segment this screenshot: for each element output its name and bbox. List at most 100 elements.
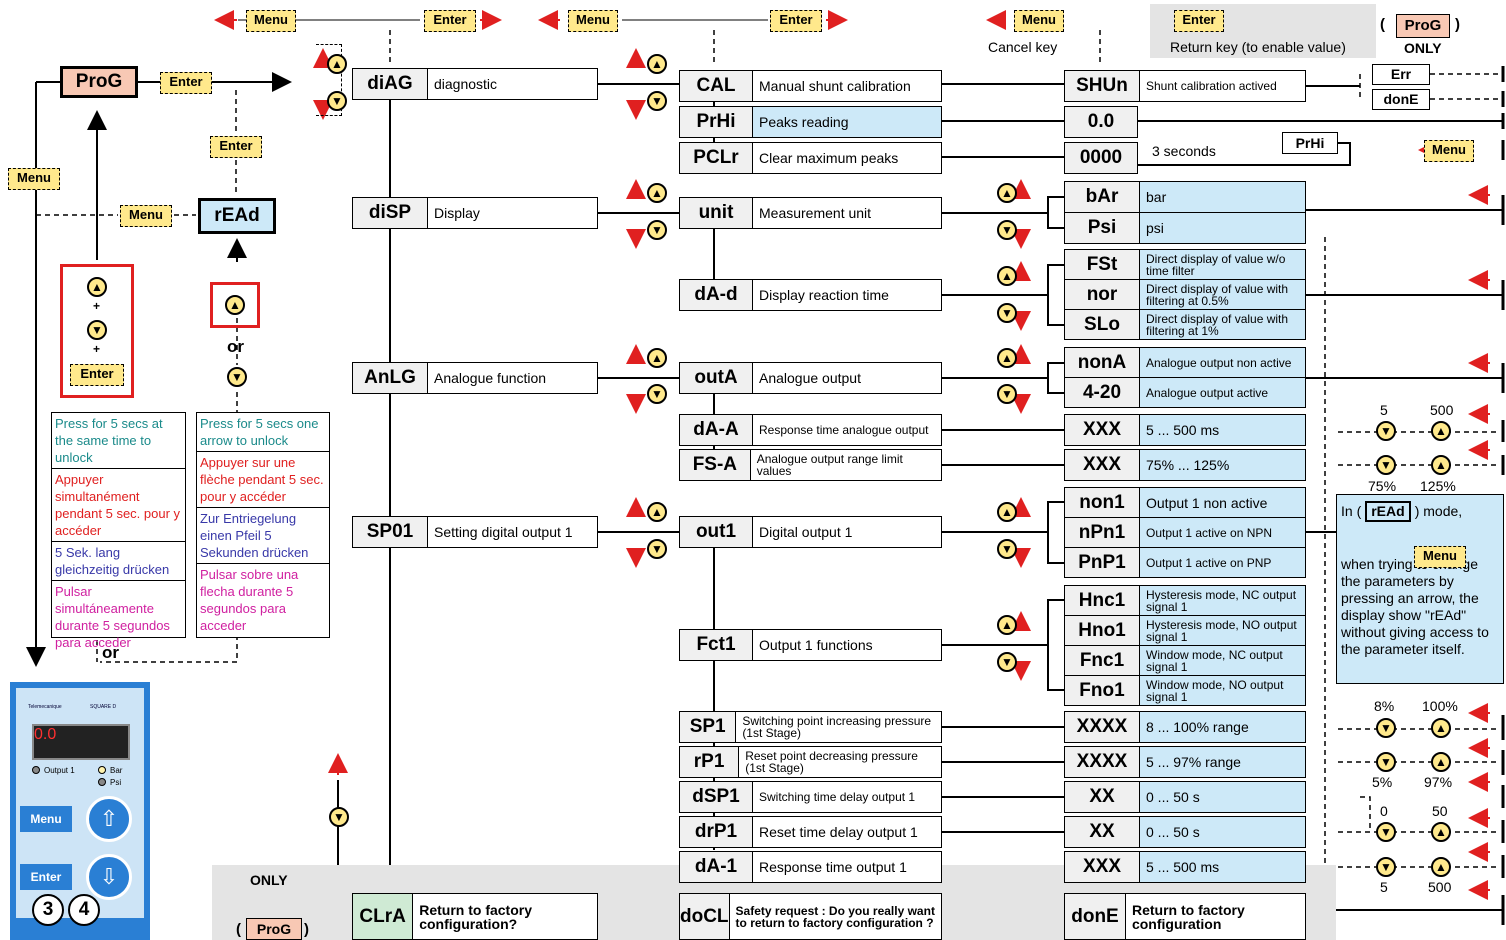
device-down-button[interactable]: ⇩ xyxy=(86,854,132,900)
down-arrow-icon[interactable]: ▼ xyxy=(1376,752,1396,772)
up-arrow-icon[interactable]: ▲ xyxy=(647,54,667,74)
enter-key-return[interactable]: Enter xyxy=(1174,10,1224,32)
up-arrow-icon[interactable]: ▲ xyxy=(997,615,1017,635)
down-arrow-icon[interactable]: ▼ xyxy=(1376,718,1396,738)
down-arrow-icon[interactable]: ▼ xyxy=(227,367,247,387)
enter-key-read[interactable]: Enter xyxy=(210,136,262,158)
menu-key-read[interactable]: Menu xyxy=(120,205,172,227)
up-arrow-icon[interactable]: ▲ xyxy=(997,502,1017,522)
up-arrow-icon[interactable]: ▲ xyxy=(997,266,1017,286)
down-arrow-icon[interactable]: ▼ xyxy=(647,91,667,111)
up-arrow-icon[interactable]: ▲ xyxy=(1431,822,1451,842)
up-arrow-icon[interactable]: ▲ xyxy=(997,183,1017,203)
up-arrow-icon[interactable]: ▲ xyxy=(647,348,667,368)
device-enter-button[interactable]: Enter xyxy=(20,864,72,890)
up-arrow-icon[interactable]: ▲ xyxy=(1431,718,1451,738)
device-menu-button[interactable]: Menu xyxy=(20,806,72,832)
down-arrow-icon[interactable]: ▼ xyxy=(997,303,1017,323)
down-arrow-icon[interactable]: ▼ xyxy=(87,320,107,340)
up-arrow-icon[interactable]: ▲ xyxy=(1431,752,1451,772)
up-arrow-icon[interactable]: ▲ xyxy=(225,295,245,315)
up-arrow-icon[interactable]: ▲ xyxy=(997,348,1017,368)
down-arrow-icon[interactable]: ▼ xyxy=(1376,421,1396,441)
down-arrow-icon[interactable]: ▼ xyxy=(647,220,667,240)
down-arrow-icon[interactable]: ▼ xyxy=(329,807,349,827)
menu-key-2[interactable]: Menu xyxy=(568,10,618,32)
menu-key-peaks[interactable]: Menu xyxy=(1424,140,1474,162)
enter-key-combo[interactable]: Enter xyxy=(70,364,124,386)
enter-key-1[interactable]: Enter xyxy=(424,10,476,32)
down-arrow-icon[interactable]: ▼ xyxy=(997,652,1017,672)
up-arrow-icon[interactable]: ▲ xyxy=(87,277,107,297)
enter-key-2[interactable]: Enter xyxy=(770,10,822,32)
down-arrow-icon[interactable]: ▼ xyxy=(997,220,1017,240)
up-arrow-icon[interactable]: ▲ xyxy=(1431,857,1451,877)
menu-key-1[interactable]: Menu xyxy=(246,10,296,32)
enter-key-prog[interactable]: Enter xyxy=(160,72,212,94)
device-up-button[interactable]: ⇧ xyxy=(86,796,132,842)
down-arrow-icon[interactable]: ▼ xyxy=(647,384,667,404)
menu-key-cancel[interactable]: Menu xyxy=(1014,10,1064,32)
up-arrow-icon[interactable]: ▲ xyxy=(1431,455,1451,475)
up-arrow-icon[interactable]: ▲ xyxy=(327,54,347,74)
up-arrow-icon[interactable]: ▲ xyxy=(1431,421,1451,441)
menu-key-note[interactable]: Menu xyxy=(1414,546,1466,568)
down-arrow-icon[interactable]: ▼ xyxy=(327,91,347,111)
value-peak[interactable]: 0.0 xyxy=(1064,106,1138,138)
down-arrow-icon[interactable]: ▼ xyxy=(1376,455,1396,475)
up-arrow-icon[interactable]: ▲ xyxy=(647,183,667,203)
down-arrow-icon[interactable]: ▼ xyxy=(997,384,1017,404)
up-arrow-icon[interactable]: ▲ xyxy=(647,502,667,522)
menu-key-left[interactable]: Menu xyxy=(8,168,60,190)
down-arrow-icon[interactable]: ▼ xyxy=(1376,857,1396,877)
down-arrow-icon[interactable]: ▼ xyxy=(1376,822,1396,842)
down-arrow-icon[interactable]: ▼ xyxy=(997,539,1017,559)
down-arrow-icon[interactable]: ▼ xyxy=(647,539,667,559)
value-clear[interactable]: 0000 xyxy=(1064,142,1138,174)
